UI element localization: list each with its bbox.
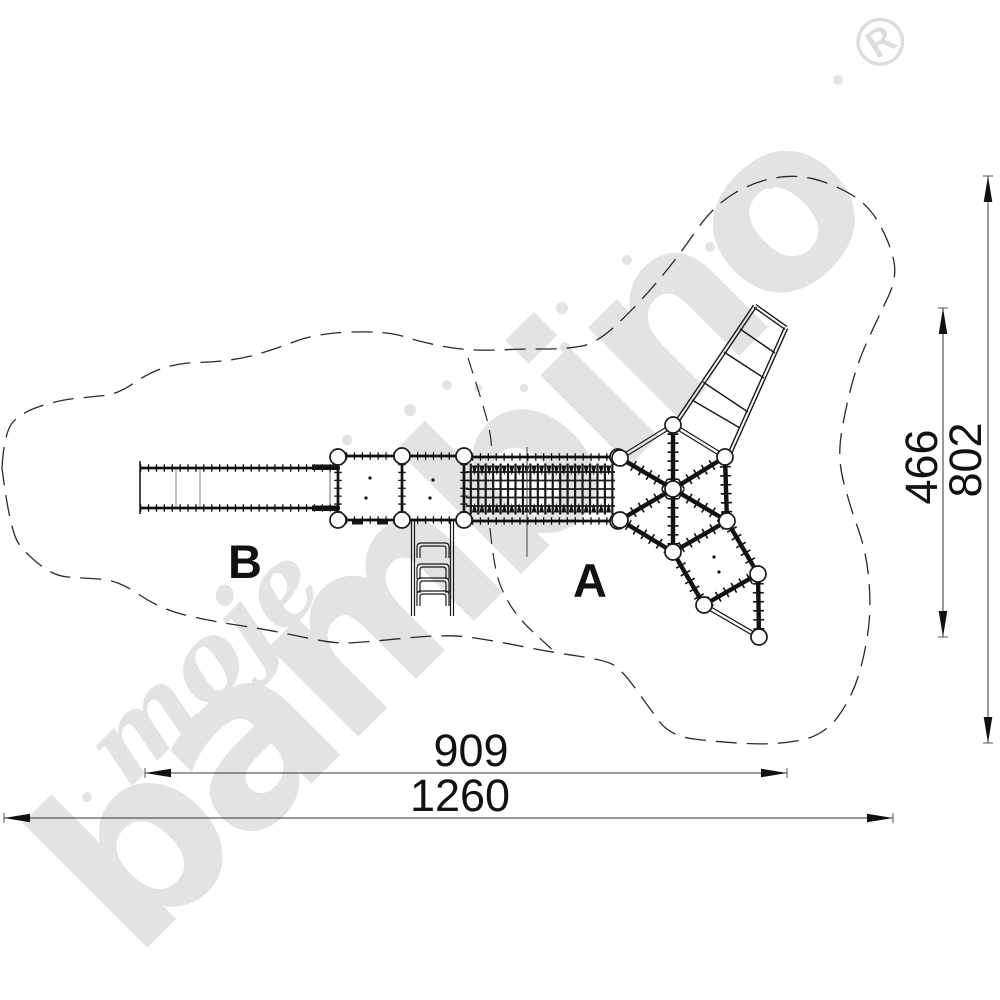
- zone-divider-lower: [489, 527, 559, 656]
- safety-zone-outline: [1, 175, 896, 745]
- dim-inner-width: 909: [145, 725, 787, 776]
- corner-posts: [329, 416, 768, 646]
- dimension-arrowheads: [3, 175, 993, 823]
- dimension-annotations: 909 1260 466 802: [3, 175, 993, 823]
- watermark-dots: [82, 75, 843, 802]
- safety-zone-boundary: [1, 175, 896, 745]
- platform-rails: [140, 452, 618, 525]
- platform-foot: [352, 520, 363, 525]
- stair-steps: [416, 542, 450, 606]
- platform-foot: [377, 520, 388, 525]
- dim-inner-height: 466: [896, 308, 947, 637]
- zone-divider-upper: [467, 357, 493, 453]
- watermark-bambino-text: bambino: [0, 65, 917, 1000]
- dim-label-909: 909: [433, 725, 508, 776]
- zone-label-a: A: [573, 554, 607, 607]
- climbing-tower-ladder: [676, 304, 789, 454]
- dim-outer-height: 802: [940, 176, 991, 743]
- registered-trademark-icon: ®: [833, 0, 930, 93]
- zone-label-b: B: [228, 535, 262, 588]
- rope-members: [617, 425, 765, 638]
- stairs-ladder: [410, 521, 455, 616]
- dim-label-466: 466: [896, 429, 947, 504]
- playset-structure: [139, 304, 789, 646]
- deck-marks: [364, 476, 721, 574]
- dim-label-1260: 1260: [410, 770, 510, 821]
- net-bridge: [466, 463, 615, 515]
- frame-edges: [618, 422, 761, 640]
- dim-outer-width: 1260: [4, 770, 893, 821]
- dim-label-802: 802: [940, 422, 991, 497]
